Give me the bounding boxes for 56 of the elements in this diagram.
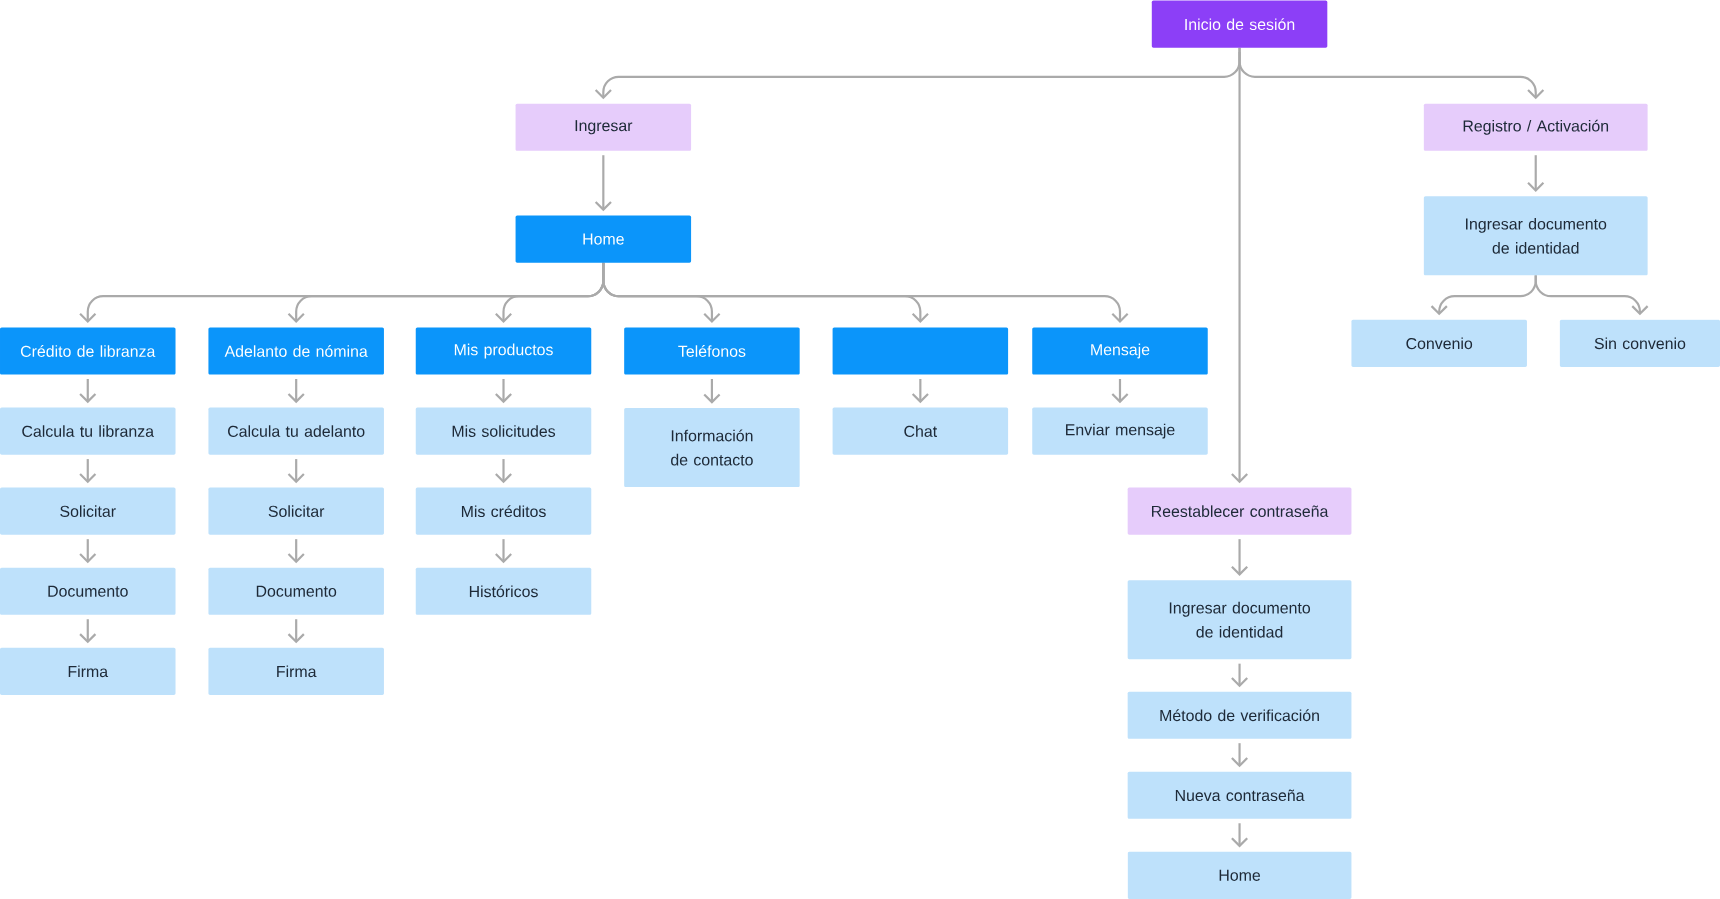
process-box: Sin convenio: [1559, 319, 1720, 367]
arrow: [1527, 155, 1545, 192]
arrow: [79, 538, 97, 564]
process-box: Reestablecer contraseña: [1127, 487, 1352, 535]
process-box: Ingresar documento de identidad: [1127, 580, 1352, 660]
process-box: Home: [515, 215, 692, 263]
arrow: [79, 458, 97, 483]
arrow: [1231, 538, 1248, 576]
process-box: Solicitar: [208, 487, 384, 535]
arrow: [703, 378, 721, 404]
process-box: Solicitar: [0, 487, 176, 535]
arrow: [287, 538, 305, 564]
process-box: Convenio: [1351, 319, 1527, 367]
arrow: [495, 378, 512, 403]
process-box: Mis créditos: [415, 487, 592, 535]
process-box: Método de verificación: [1127, 691, 1352, 739]
process-box: Firma: [208, 647, 384, 695]
arrow: [287, 619, 305, 644]
process-box: Enviar mensaje: [1032, 407, 1208, 455]
arrow: [287, 458, 305, 483]
arrow: [1238, 47, 1545, 100]
arrow: [1231, 663, 1248, 687]
process-box: Documento: [208, 567, 384, 615]
process-box: Calcula tu adelanto: [208, 407, 384, 455]
process-box: Home: [1127, 851, 1352, 899]
process-box: Firma: [0, 647, 176, 695]
arrow: [1534, 275, 1649, 316]
arrow: [1231, 742, 1248, 768]
arrow: [594, 155, 612, 211]
process-box: Inicio de sesión: [1151, 0, 1328, 48]
arrow: [287, 378, 305, 403]
process-box: Registro / Activación: [1423, 103, 1648, 151]
process-box: Adelanto de nómina: [208, 327, 384, 375]
process-box: Chat: [832, 407, 1009, 455]
process-box: Ingresar documento de identidad: [1423, 196, 1648, 276]
process-box: Mis solicitudes: [415, 407, 592, 455]
arrow: [1231, 823, 1248, 848]
arrow: [495, 538, 512, 564]
arrow: [79, 378, 97, 403]
process-box: Mensaje: [1032, 327, 1208, 375]
arrow: [1111, 378, 1129, 403]
process-box: Documento: [0, 567, 176, 615]
arrow: [602, 262, 1129, 323]
process-box: Nueva contraseña: [1127, 771, 1352, 819]
process-box: Calcula tu libranza: [0, 407, 176, 455]
arrow: [911, 378, 929, 403]
process-box: Crédito de libranza: [0, 327, 176, 375]
process-box: Teléfonos: [624, 327, 800, 375]
arrow: [1231, 51, 1248, 483]
arrow: [79, 619, 97, 644]
process-box: Mis productos: [415, 327, 592, 375]
empty-box: [832, 327, 1009, 375]
process-box: Históricos: [415, 567, 592, 615]
process-box: Información de contacto: [624, 407, 800, 487]
process-box: Ingresar: [515, 103, 692, 151]
arrow: [495, 458, 512, 483]
